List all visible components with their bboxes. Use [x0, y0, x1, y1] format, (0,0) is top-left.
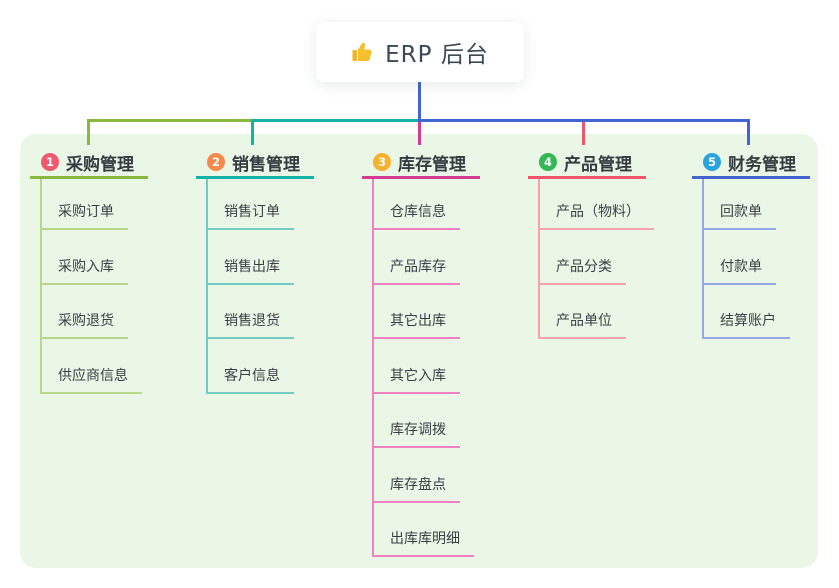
branch-title: 产品管理	[564, 154, 632, 175]
branch-header[interactable]: 4 产品管理	[528, 148, 646, 176]
branch-children: 销售订单 销售出库 销售退货 客户信息	[206, 179, 314, 394]
branch-header[interactable]: 3 库存管理	[362, 148, 480, 176]
connector-root-vertical	[418, 82, 421, 120]
branch-children: 采购订单 采购入库 采购退货 供应商信息	[40, 179, 148, 394]
branch-children: 产品（物料） 产品分类 产品单位	[538, 179, 654, 339]
node-label: 产品分类	[540, 256, 626, 285]
connector-drop-branch4	[582, 121, 585, 145]
branch-number-badge: 1	[41, 153, 59, 171]
branch-sales-management[interactable]: 2 销售管理 销售订单 销售出库 销售退货 客户信息	[196, 148, 314, 394]
mindmap-node[interactable]: 出库库明细	[374, 503, 480, 557]
branch-finance-management[interactable]: 5 财务管理 回款单 付款单 结算账户	[692, 148, 810, 339]
branch-number-badge: 5	[703, 153, 721, 171]
node-label: 回款单	[704, 201, 776, 230]
branch-underline	[362, 176, 480, 179]
branch-title: 库存管理	[398, 154, 466, 175]
node-label: 出库库明细	[374, 528, 474, 557]
node-label: 付款单	[704, 256, 776, 285]
mindmap-node[interactable]: 仓库信息	[374, 179, 480, 230]
branch-header[interactable]: 2 销售管理	[196, 148, 314, 176]
mindmap-node[interactable]: 产品（物料）	[540, 179, 654, 230]
mindmap-node[interactable]: 销售出库	[208, 230, 314, 285]
mindmap-node[interactable]: 销售退货	[208, 285, 314, 339]
branch-underline	[30, 176, 148, 179]
branch-children: 回款单 付款单 结算账户	[702, 179, 810, 339]
node-label: 销售出库	[208, 256, 294, 285]
node-label: 库存盘点	[374, 474, 460, 503]
node-label: 其它出库	[374, 310, 460, 339]
thumbs-up-icon	[351, 40, 375, 64]
node-label: 结算账户	[704, 310, 790, 339]
branch-number-badge: 3	[373, 153, 391, 171]
mindmap-node[interactable]: 回款单	[704, 179, 810, 230]
node-label: 产品（物料）	[540, 201, 654, 230]
branch-purchase-management[interactable]: 1 采购管理 采购订单 采购入库 采购退货 供应商信息	[30, 148, 148, 394]
branch-product-management[interactable]: 4 产品管理 产品（物料） 产品分类 产品单位	[528, 148, 654, 339]
branch-title: 销售管理	[232, 154, 300, 175]
branch-title: 采购管理	[66, 154, 134, 175]
node-label: 采购入库	[42, 256, 128, 285]
node-label: 仓库信息	[374, 201, 460, 230]
node-label: 销售退货	[208, 310, 294, 339]
connector-horizontal-branch5	[418, 119, 750, 122]
branch-inventory-management[interactable]: 3 库存管理 仓库信息 产品库存 其它出库 其它入库 库存调拨 库存盘点 出库库…	[362, 148, 480, 557]
mindmap-node[interactable]: 销售订单	[208, 179, 314, 230]
connector-drop-branch5	[747, 119, 750, 145]
mindmap-node[interactable]: 库存调拨	[374, 394, 480, 448]
connector-horizontal-branch2	[251, 119, 421, 122]
branch-title: 财务管理	[728, 154, 796, 175]
mindmap-panel	[20, 134, 818, 568]
mindmap-node[interactable]: 其它出库	[374, 285, 480, 339]
mindmap-node[interactable]: 付款单	[704, 230, 810, 285]
node-label: 客户信息	[208, 365, 294, 394]
node-label: 销售订单	[208, 201, 294, 230]
node-label: 其它入库	[374, 365, 460, 394]
mindmap-node[interactable]: 客户信息	[208, 339, 314, 394]
branch-number-badge: 4	[539, 153, 557, 171]
mindmap-node[interactable]: 产品库存	[374, 230, 480, 285]
connector-drop-branch3	[418, 121, 421, 145]
node-label: 供应商信息	[42, 365, 142, 394]
mindmap-node[interactable]: 其它入库	[374, 339, 480, 394]
mindmap-node[interactable]: 采购订单	[42, 179, 148, 230]
root-node[interactable]: ERP 后台	[316, 22, 524, 82]
node-label: 采购退货	[42, 310, 128, 339]
mindmap-node[interactable]: 采购退货	[42, 285, 148, 339]
branch-underline	[692, 176, 810, 179]
branch-underline	[528, 176, 646, 179]
branch-underline	[196, 176, 314, 179]
node-label: 库存调拨	[374, 419, 460, 448]
branch-number-badge: 2	[207, 153, 225, 171]
connector-drop-branch1	[87, 119, 90, 145]
node-label: 产品库存	[374, 256, 460, 285]
mindmap-node[interactable]: 采购入库	[42, 230, 148, 285]
mindmap-node[interactable]: 供应商信息	[42, 339, 148, 394]
mindmap-node[interactable]: 产品单位	[540, 285, 646, 339]
root-node-label: ERP 后台	[385, 42, 489, 68]
branch-children: 仓库信息 产品库存 其它出库 其它入库 库存调拨 库存盘点 出库库明细	[372, 179, 480, 557]
node-label: 产品单位	[540, 310, 626, 339]
branch-header[interactable]: 5 财务管理	[692, 148, 810, 176]
mindmap-node[interactable]: 产品分类	[540, 230, 646, 285]
branch-header[interactable]: 1 采购管理	[30, 148, 148, 176]
node-label: 采购订单	[42, 201, 128, 230]
mindmap-node[interactable]: 结算账户	[704, 285, 810, 339]
connector-drop-branch2	[251, 119, 254, 145]
mindmap-node[interactable]: 库存盘点	[374, 448, 480, 503]
